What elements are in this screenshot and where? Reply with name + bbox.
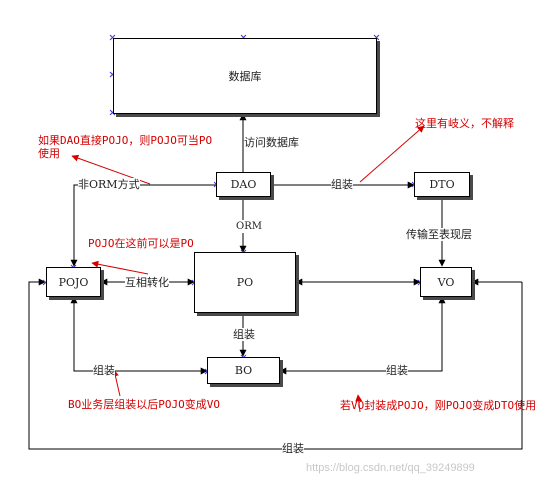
edge-label-assemble-vo-bo: 组装	[386, 364, 408, 377]
note-pointer-bo-after	[112, 369, 121, 397]
note-bo-after: BO业务层组装以后POJO变成VO	[68, 398, 220, 411]
note-vo-pojo: 若VO封装成POJO，刚POJO变成DTO使用	[340, 399, 537, 412]
edge-label-non-orm: 非ORM方式	[78, 178, 140, 191]
edge-label-assemble-po-bo: 组装	[233, 328, 255, 341]
node-dto[interactable]: DTO	[414, 172, 470, 197]
note-pojo-before: POJO在这前可以是PO	[88, 237, 194, 250]
edge-label-assemble-pojo-bo: 组装	[93, 364, 115, 377]
note-ambiguity: 这里有岐义，不解释	[415, 117, 514, 130]
edge-label-access-db: 访问数据库	[244, 136, 299, 149]
node-po[interactable]: PO	[194, 252, 296, 313]
edge-bottom-loop	[28, 278, 523, 450]
node-bo[interactable]: BO	[207, 357, 280, 384]
note-pointer-pojo-before	[91, 260, 149, 275]
edge-dao-pojo	[70, 184, 216, 267]
edge-label-mutual-convert: 互相转化	[125, 276, 169, 289]
note-pointer-ambiguity	[359, 125, 425, 183]
edge-label-assemble-dao-dto: 组装	[331, 178, 353, 191]
note-dao-pojo: 如果DAO直接POJO，则POJO可当PO使用	[38, 134, 213, 160]
node-vo[interactable]: VO	[420, 267, 472, 297]
watermark: https://blog.csdn.net/qq_39249899	[306, 462, 475, 474]
edge-label-orm: ORM	[236, 220, 262, 233]
node-database[interactable]: 数据库	[113, 38, 377, 114]
edge-label-assemble-bottom: 组装	[282, 442, 304, 455]
note-pointer-vo-pojo	[355, 394, 363, 413]
edge-pojo-bo	[70, 296, 208, 375]
node-dao[interactable]: DAO	[216, 172, 271, 197]
edge-label-transfer-to-view: 传输至表现层	[406, 228, 472, 241]
edge-vo-bo	[279, 296, 446, 375]
node-pojo[interactable]: POJO	[46, 267, 101, 297]
